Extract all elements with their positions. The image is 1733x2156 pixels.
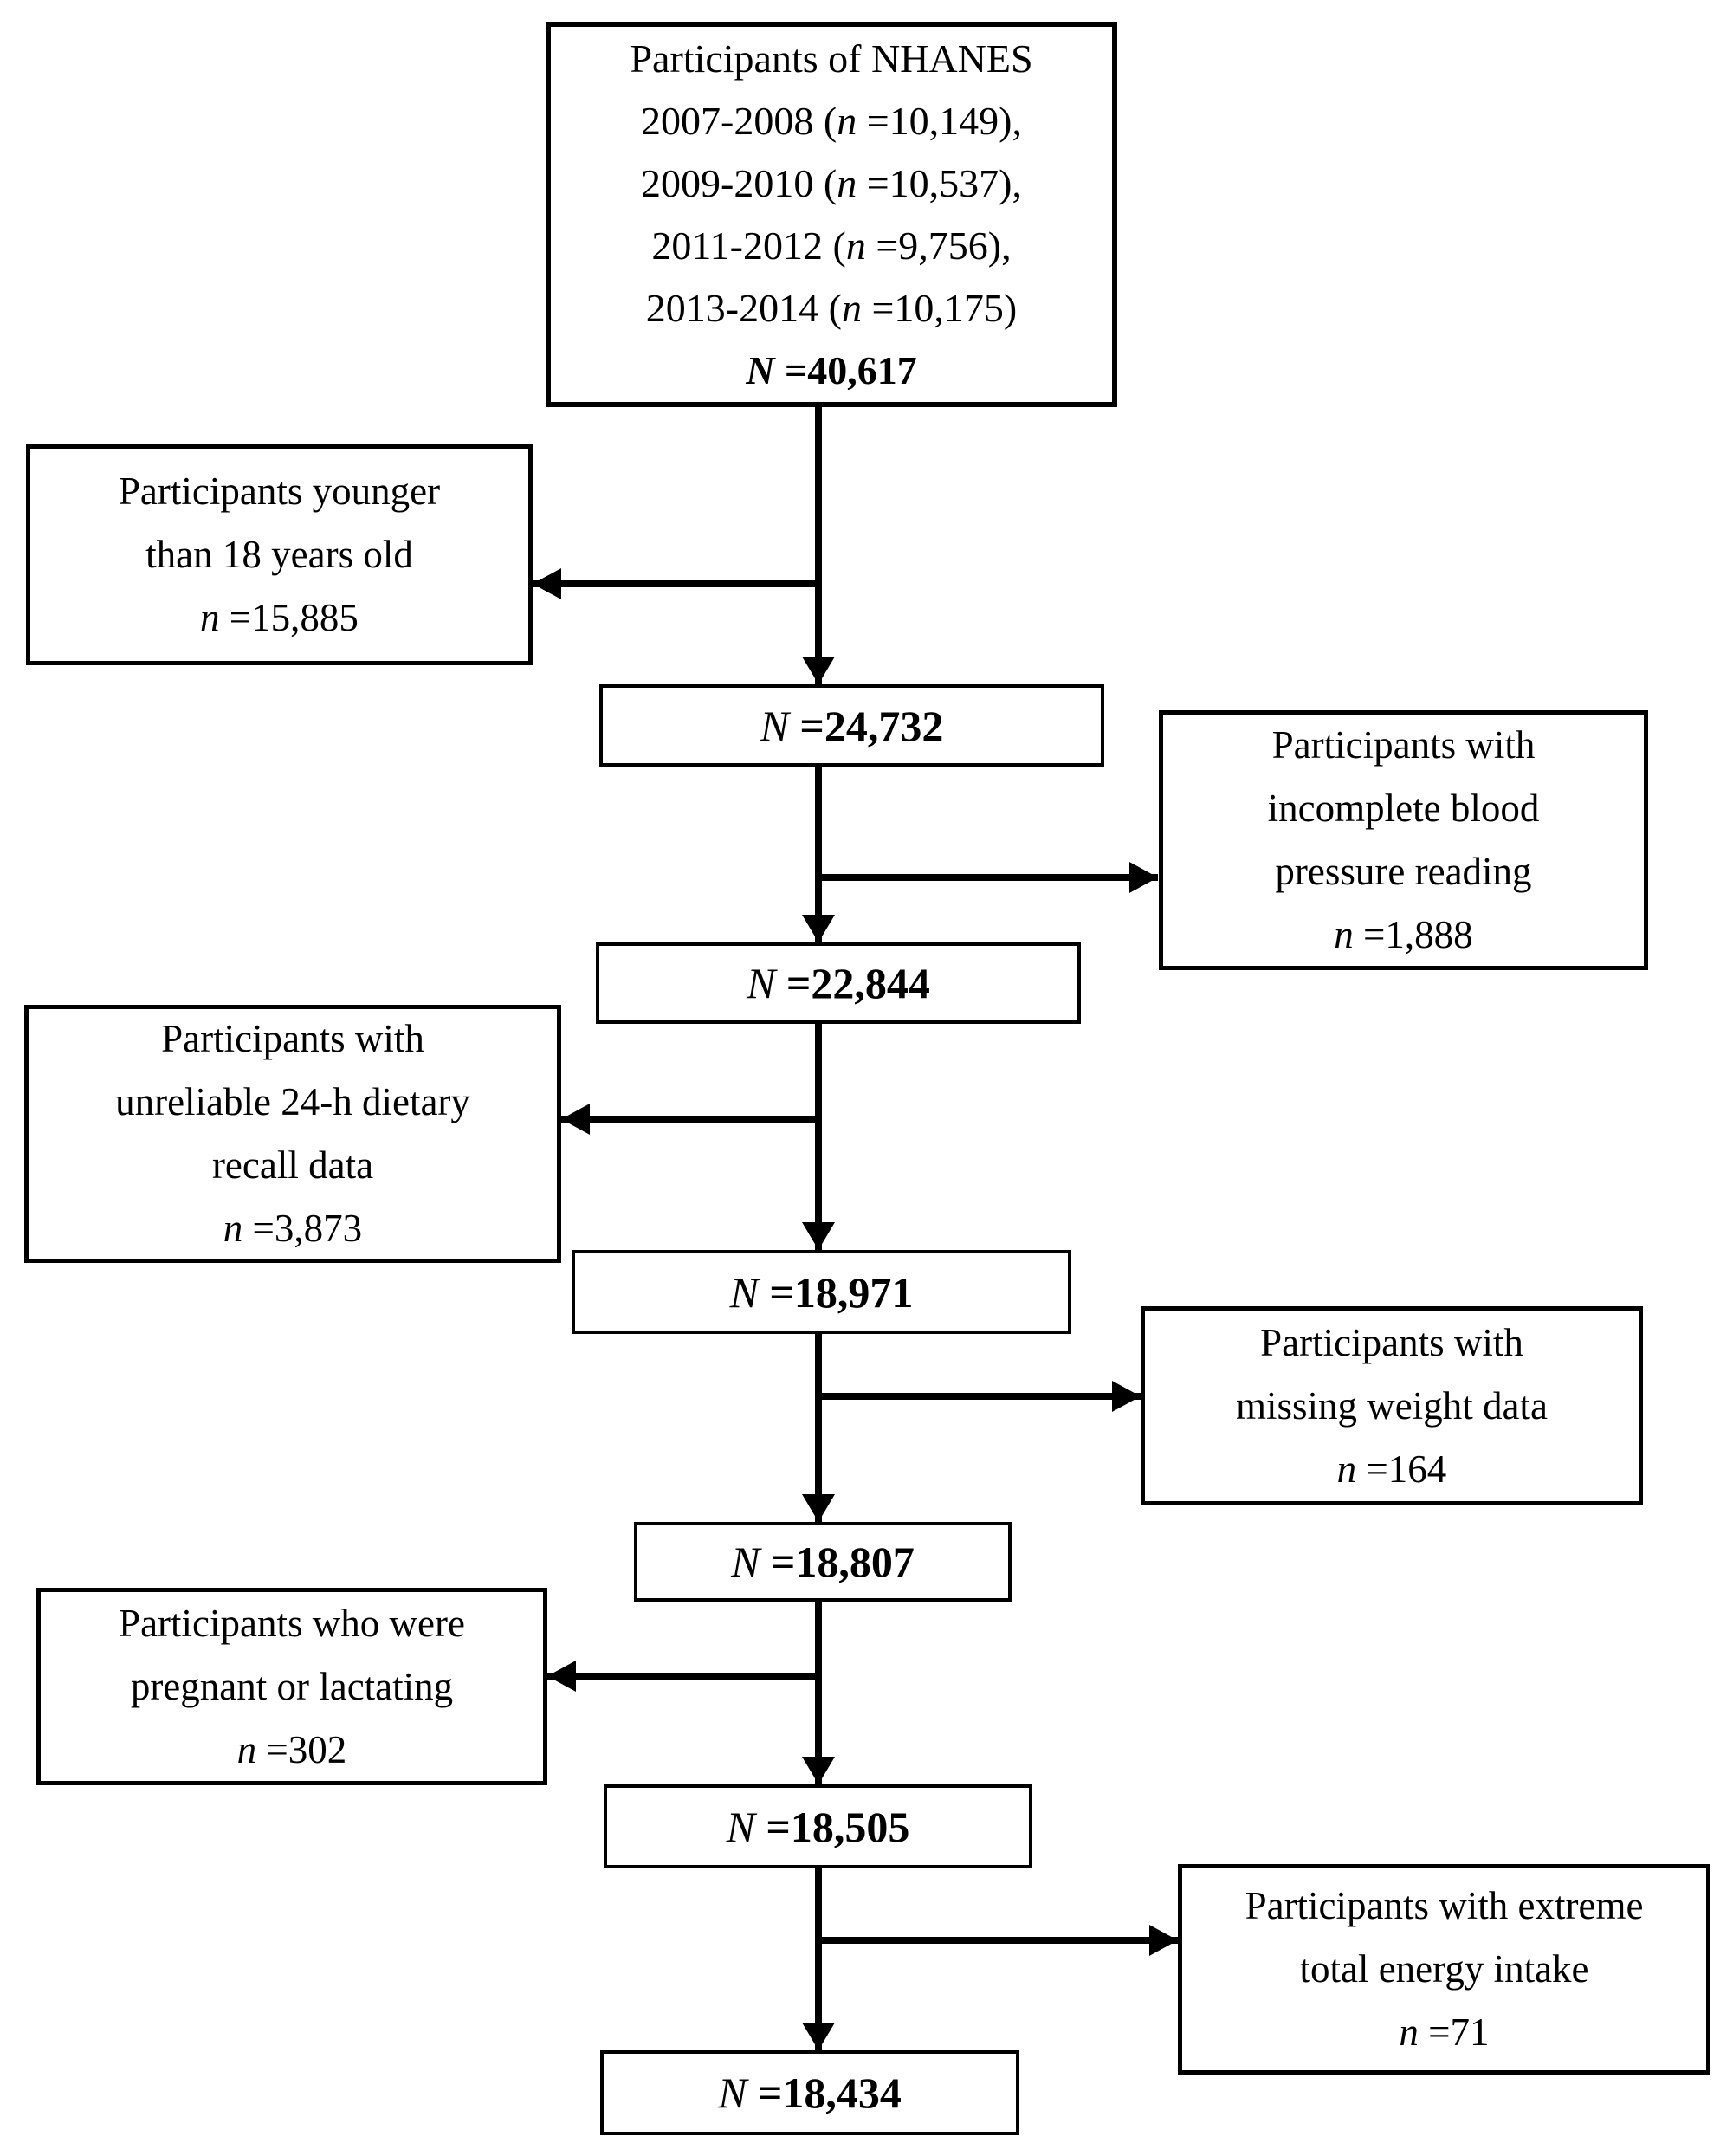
arrowhead-down-icon (802, 1494, 835, 1522)
flow-count-box-3: N =18,971 (572, 1250, 1071, 1334)
cohort-line: 2013-2014 (n =10,175) (645, 285, 1018, 330)
exclusion-box-younger-than-18: Participants younger than 18 years old n… (26, 444, 533, 665)
arrowhead-down-icon (802, 1757, 835, 1784)
connector-n5-to-n6 (815, 1868, 822, 2050)
connector-n3-to-n4 (815, 1332, 822, 1522)
arrowhead-left-icon (547, 1661, 576, 1692)
flow-count-box-4: N =18,807 (634, 1522, 1012, 1602)
arrowhead-left-icon (561, 1104, 590, 1135)
exclusion-count: n =302 (236, 1727, 347, 1771)
flow-count-box-1: N =24,732 (599, 684, 1104, 767)
exclusion-box-extreme-energy-intake: Participants with extreme total energy i… (1178, 1864, 1710, 2075)
flow-count-box-2: N =22,844 (596, 942, 1081, 1024)
cohort-line: 2011-2012 (n =9,756), (651, 223, 1012, 268)
arrowhead-down-icon (802, 2023, 835, 2050)
exclusion-box-pregnant-or-lactating: Participants who were pregnant or lactat… (36, 1588, 547, 1785)
exclusion-count: n =71 (1399, 2010, 1490, 2054)
flow-count-box-5: N =18,505 (604, 1784, 1032, 1868)
source-population-box: Participants of NHANES 2007-2008 (n =10,… (546, 22, 1117, 407)
exclusion-count: n =1,888 (1334, 913, 1473, 956)
branch-line-exclusion-5 (547, 1673, 818, 1680)
branch-line-exclusion-2 (818, 874, 1158, 881)
arrowhead-right-icon (1112, 1381, 1141, 1412)
branch-line-exclusion-3 (561, 1116, 818, 1123)
source-title: Participants of NHANES (630, 36, 1033, 81)
cohort-line: 2007-2008 (n =10,149), (641, 98, 1022, 143)
connector-n4-to-n5 (815, 1598, 822, 1784)
connector-source-to-n1 (815, 403, 822, 684)
arrowhead-down-icon (802, 915, 835, 942)
exclusion-box-missing-weight-data: Participants with missing weight data n … (1141, 1306, 1643, 1505)
exclusion-count: n =3,873 (223, 1207, 363, 1250)
source-total-count: N =40,617 (746, 347, 917, 392)
arrowhead-right-icon (1149, 1925, 1178, 1956)
arrowhead-down-icon (802, 1222, 835, 1250)
connector-n2-to-n3 (815, 1022, 822, 1250)
branch-line-exclusion-4 (818, 1393, 1141, 1400)
exclusion-count: n =164 (1336, 1447, 1447, 1491)
connector-n1-to-n2 (815, 765, 822, 942)
exclusion-count: n =15,885 (200, 596, 359, 639)
branch-line-exclusion-1 (533, 580, 818, 587)
arrowhead-right-icon (1129, 862, 1158, 893)
exclusion-box-unreliable-dietary-recall: Participants with unreliable 24-h dietar… (24, 1005, 561, 1263)
cohort-line: 2009-2010 (n =10,537), (641, 160, 1022, 205)
arrowhead-left-icon (533, 568, 561, 599)
flow-count-box-6-final-sample: N =18,434 (600, 2050, 1019, 2135)
branch-line-exclusion-6 (818, 1937, 1178, 1944)
exclusion-box-incomplete-blood-pressure: Participants with incomplete blood press… (1159, 710, 1648, 970)
arrowhead-down-icon (802, 657, 835, 684)
